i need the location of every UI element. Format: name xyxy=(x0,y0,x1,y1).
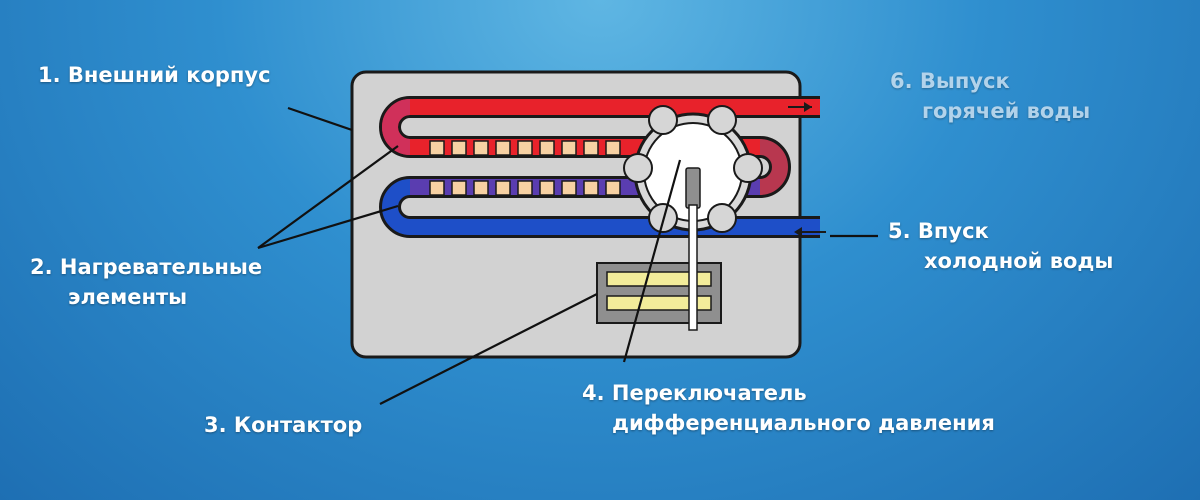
label-hot-outlet: 6. Выпуск горячей воды xyxy=(890,66,1090,126)
pressure-switch xyxy=(623,105,763,331)
label-housing: 1. Внешний корпус xyxy=(38,60,271,90)
label-contactor-line1: 3. Контактор xyxy=(204,413,363,437)
label-housing-line1: 1. Внешний корпус xyxy=(38,63,271,87)
label-cold-inlet: 5. Впуск холодной воды xyxy=(888,216,1113,276)
label-heating-elements: 2. Нагревательные элементы xyxy=(30,252,262,312)
callout-housing xyxy=(287,106,353,132)
label-pressure-switch-line1: 4. Переключатель xyxy=(582,381,807,405)
upper-heating-coil xyxy=(429,140,621,156)
callout-heater-bottom xyxy=(257,204,399,250)
label-pressure-switch-line2: дифференциального давления xyxy=(612,411,995,435)
callout-lines xyxy=(257,106,878,405)
label-cold-inlet-line1: 5. Впуск xyxy=(888,219,989,243)
hot-outlet-arrow xyxy=(788,102,812,112)
label-heating-elements-line1: 2. Нагревательные xyxy=(30,255,263,279)
lower-heating-coil xyxy=(429,180,621,196)
contactor-block xyxy=(596,262,722,324)
label-cold-inlet-line2: холодной воды xyxy=(924,249,1114,273)
callout-heater-top xyxy=(257,145,399,249)
label-hot-outlet-line2: горячей воды xyxy=(922,99,1091,123)
label-heating-elements-line2: элементы xyxy=(68,285,188,309)
label-hot-outlet-line1: 6. Выпуск xyxy=(890,69,1010,93)
callout-contactor xyxy=(379,293,598,405)
cold-inlet-arrow xyxy=(794,227,826,237)
label-contactor: 3. Контактор xyxy=(204,410,362,440)
label-pressure-switch: 4. Переключатель дифференциального давле… xyxy=(582,378,995,438)
callout-pressure-switch xyxy=(622,159,682,363)
